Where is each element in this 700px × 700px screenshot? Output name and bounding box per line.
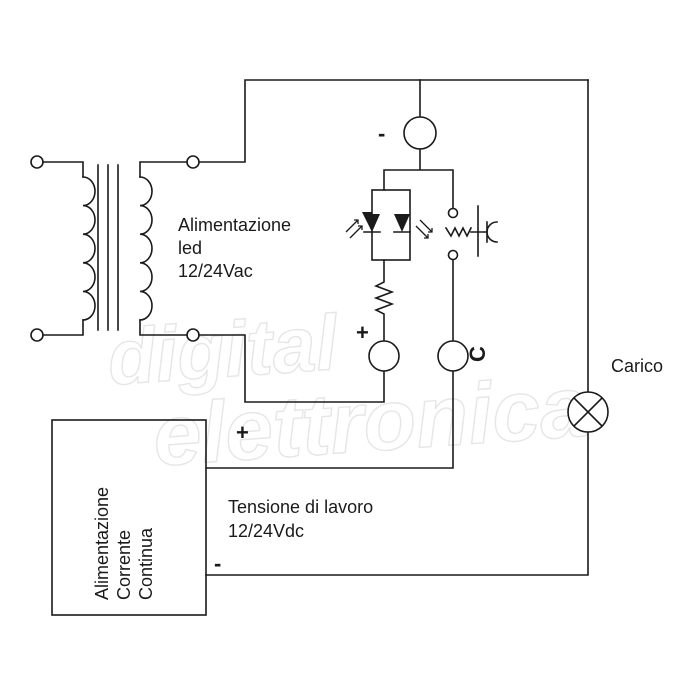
- transformer-primary-terminal-top: [30, 155, 44, 169]
- dc-supply-label-1: Alimentazione: [92, 487, 112, 600]
- terminal-common: [437, 340, 469, 372]
- switch-contact-bottom: [447, 249, 459, 261]
- secondary-leads: [139, 161, 188, 336]
- wire-led-return: [198, 334, 385, 403]
- wire-minus-distribution: [383, 148, 454, 209]
- push-switch: [444, 205, 498, 341]
- led-supply-label-2: led: [178, 238, 202, 258]
- watermark: digital elettronica: [104, 297, 591, 485]
- dc-supply-label: Alimentazione Corrente Continua: [92, 487, 156, 600]
- watermark-line1: digital: [105, 298, 342, 402]
- transformer-secondary-terminal-top: [186, 155, 200, 169]
- terminal-minus: [403, 116, 437, 150]
- led-pair: [345, 189, 433, 261]
- mark-common: C: [465, 346, 490, 362]
- led-light-rays-icon: [345, 219, 433, 239]
- switch-spring-icon: [444, 226, 473, 238]
- led-triangle-left: [364, 214, 380, 232]
- dc-supply-label-2: Corrente: [114, 530, 134, 600]
- primary-winding: [82, 176, 96, 321]
- terminal-led-plus: [368, 340, 400, 372]
- lamp-cross: [572, 396, 604, 428]
- transformer-primary-terminal-bottom: [30, 328, 44, 342]
- led-ray-arrowheads: [354, 219, 433, 239]
- dc-supply-label-3: Continua: [136, 527, 156, 600]
- led-triangle-right: [394, 214, 410, 232]
- wire-negative-return: [205, 431, 589, 576]
- primary-leads: [42, 161, 84, 336]
- dc-supply-box: [51, 419, 207, 616]
- transformer-secondary-terminal-bottom: [186, 328, 200, 342]
- secondary-winding: [139, 176, 153, 321]
- wire-positive-to-common: [205, 370, 454, 469]
- work-voltage-label-2: 12/24Vdc: [228, 521, 304, 541]
- led-supply-label-1: Alimentazione: [178, 215, 291, 235]
- mark-dc-plus: +: [236, 420, 249, 445]
- load-label: Carico: [611, 356, 663, 376]
- wire-top-loop: [198, 79, 589, 163]
- switch-pushbutton-icon: [486, 221, 498, 243]
- mark-dc-minus: -: [214, 551, 221, 576]
- switch-contact-top: [447, 207, 459, 219]
- mark-led-plus: +: [356, 320, 369, 345]
- switch-actuator-icon: [470, 205, 488, 257]
- mark-minus-top: -: [378, 121, 385, 146]
- load-lamp-icon: [567, 391, 609, 433]
- transformer-core: [97, 164, 119, 331]
- resistor-icon: [373, 259, 395, 342]
- work-voltage-label-1: Tensione di lavoro: [228, 497, 373, 517]
- transformer: [30, 155, 200, 342]
- led-supply-label-3: 12/24Vac: [178, 261, 253, 281]
